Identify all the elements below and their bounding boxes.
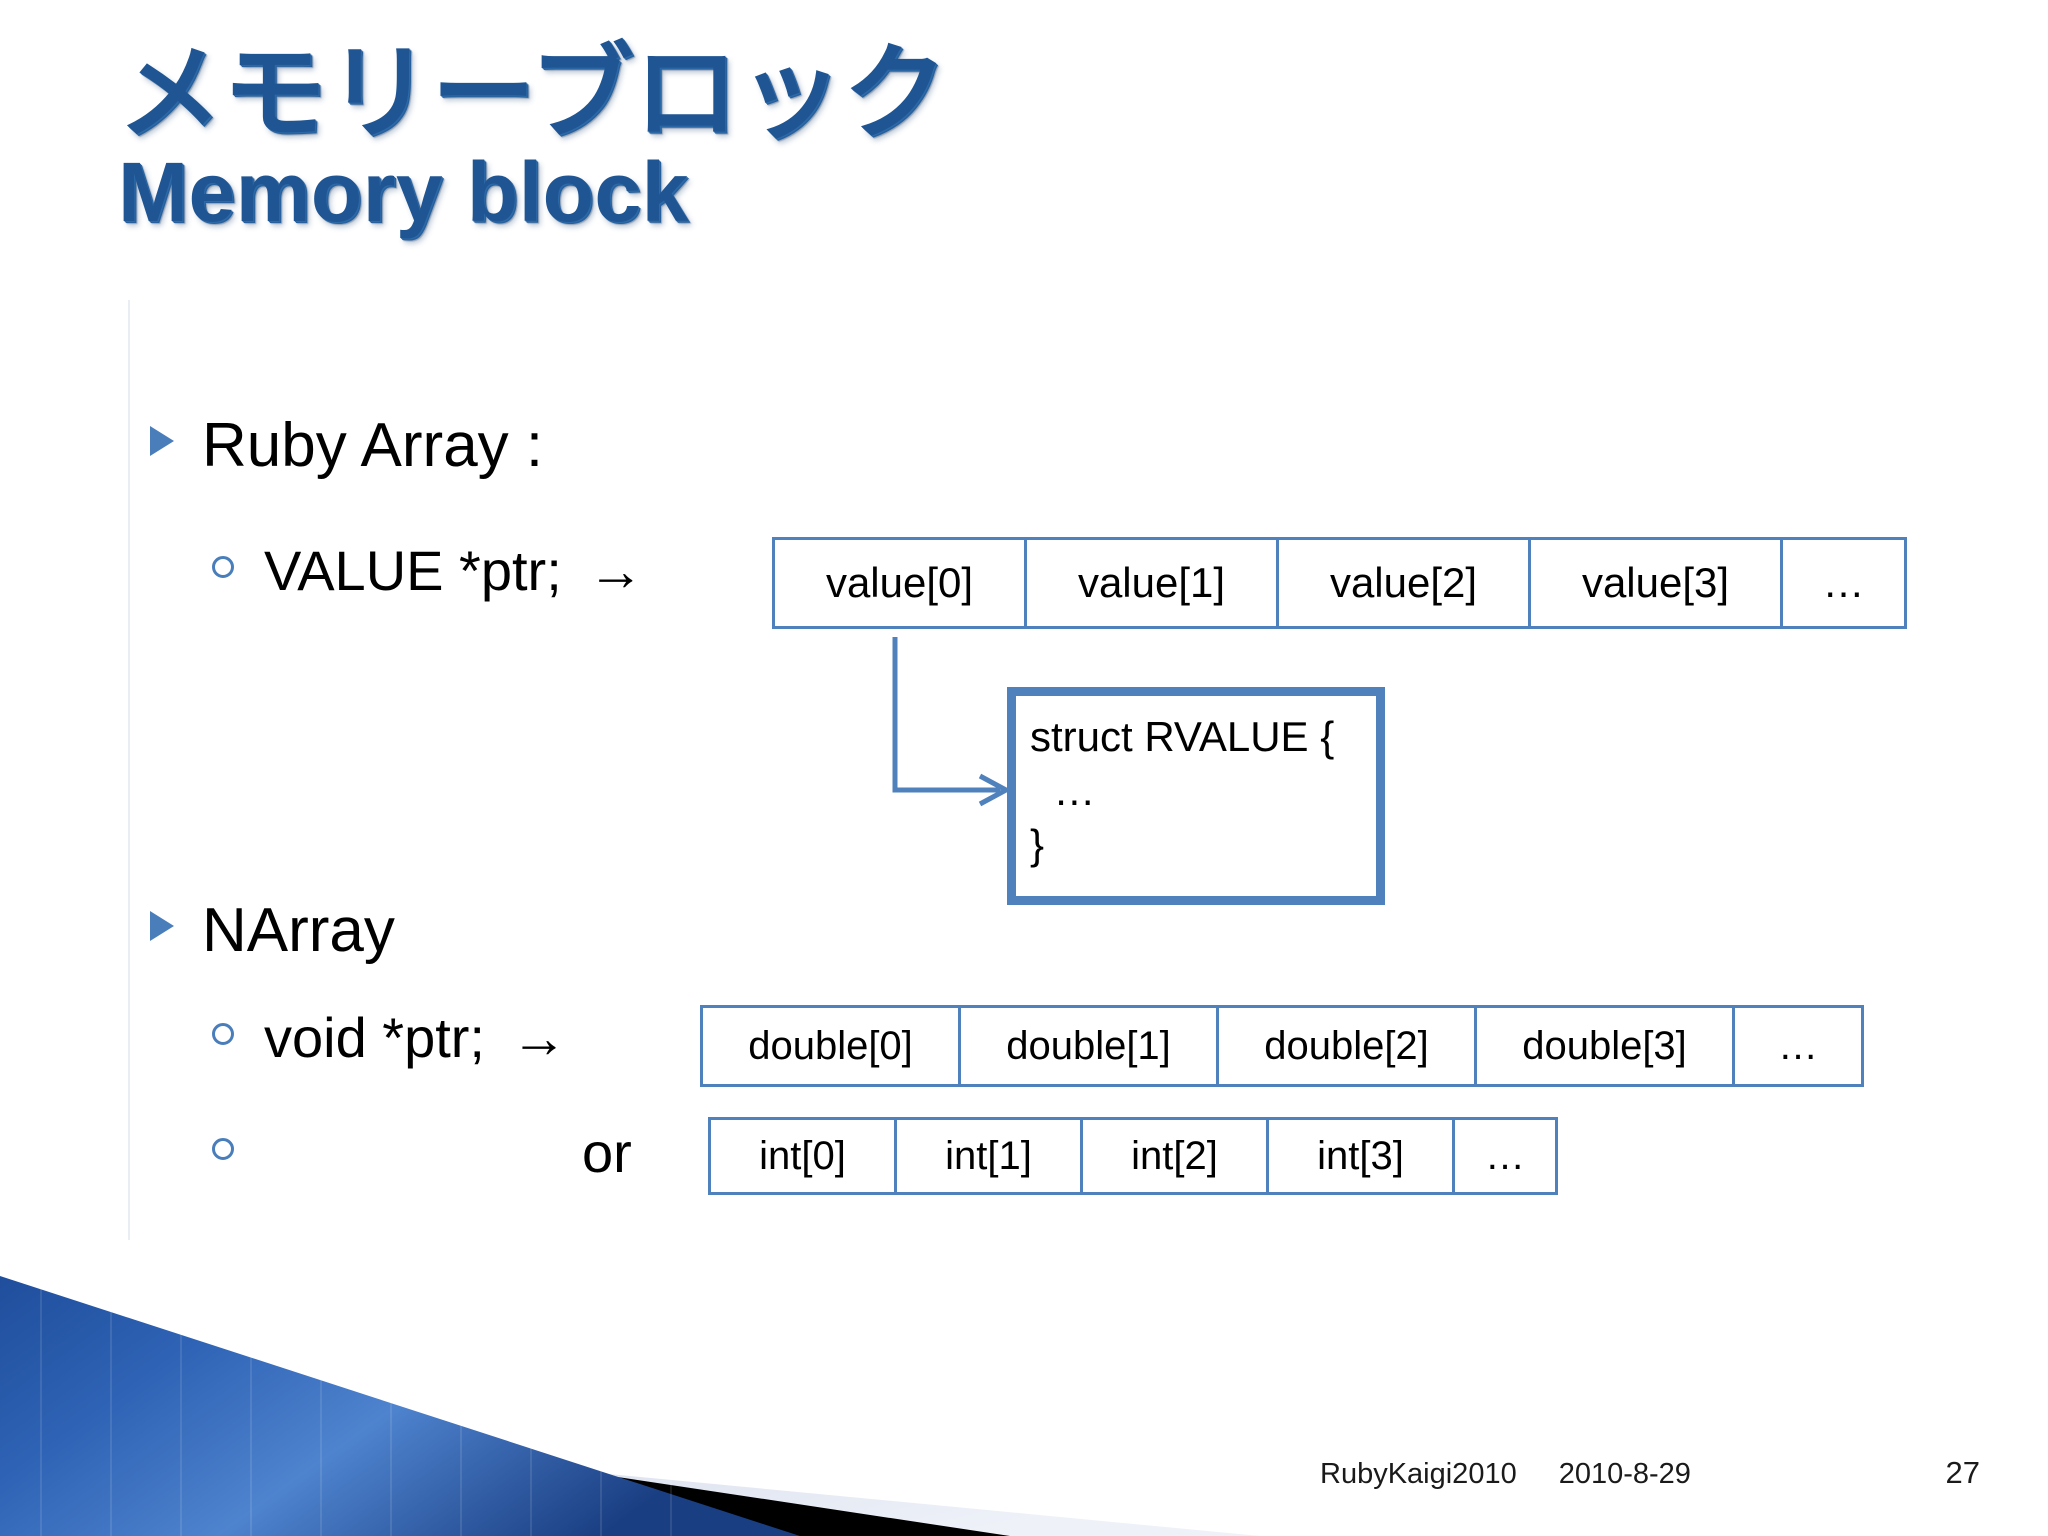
bullet-void-ptr-label: void *ptr; [264,1006,485,1069]
deco-gray-band [0,1416,1260,1536]
slide-title: メモリーブロック Memory block [118,42,1618,234]
slide-page-number: 27 [1945,1455,1980,1490]
bullet-value-ptr-label: VALUE *ptr; [264,539,562,602]
int-memory-table: int[0] int[1] int[2] int[3] … [708,1117,1558,1195]
bullet-narray-label: NArray [202,896,395,965]
table-cell: double[1] [961,1008,1219,1084]
bullet-void-ptr: void *ptr; → [212,1005,567,1070]
circle-bullet-icon [212,1138,234,1160]
bullet-value-ptr: VALUE *ptr; → [212,538,644,603]
title-english: Memory block [118,145,689,239]
table-cell-ellipsis: … [1455,1120,1555,1192]
bullet-or-row: or [212,1120,632,1185]
title-japanese: メモリーブロック [118,36,948,152]
deco-black-band-2 [0,1384,960,1536]
deco-black-band [0,1384,1010,1536]
table-cell: double[0] [703,1008,961,1084]
table-cell: value[0] [775,540,1027,626]
table-cell: int[1] [897,1120,1083,1192]
footer-conference: RubyKaigi2010 [1320,1458,1517,1490]
table-cell: double[2] [1219,1008,1477,1084]
pointer-connector-arrow [892,637,1012,807]
circle-bullet-icon [212,1023,234,1045]
table-cell: int[3] [1269,1120,1455,1192]
right-arrow-icon: → [511,1006,567,1069]
double-memory-table: double[0] double[1] double[2] double[3] … [700,1005,1864,1087]
table-cell: value[1] [1027,540,1279,626]
table-cell: double[3] [1477,1008,1735,1084]
or-label: or [582,1121,632,1184]
rvalue-struct-text: struct RVALUE { … } [1014,694,1378,898]
value-memory-table: value[0] value[1] value[2] value[3] … [772,537,1907,629]
bullet-ruby-array-label: Ruby Array : [202,411,544,480]
circle-bullet-icon [212,556,234,578]
triangle-bullet-icon [150,426,174,456]
rvalue-struct-box: struct RVALUE { … } [1007,687,1385,905]
bullet-ruby-array: Ruby Array : [150,410,543,481]
right-arrow-icon: → [587,539,644,602]
triangle-bullet-icon [150,911,174,941]
footer-date: 2010-8-29 [1558,1458,1691,1490]
table-cell: value[2] [1279,540,1531,626]
table-cell-ellipsis: … [1783,540,1904,626]
bullet-narray: NArray [150,895,395,966]
deco-blue-texture [40,1266,672,1536]
table-cell: value[3] [1531,540,1783,626]
deco-blue-triangle [0,1276,800,1536]
table-cell: int[0] [711,1120,897,1192]
corner-decoration [0,1266,1260,1536]
table-cell-ellipsis: … [1735,1008,1861,1084]
content-left-rule [128,300,130,1240]
table-cell: int[2] [1083,1120,1269,1192]
slide-footer: RubyKaigi2010 2010-8-29 27 [1320,1455,1980,1491]
